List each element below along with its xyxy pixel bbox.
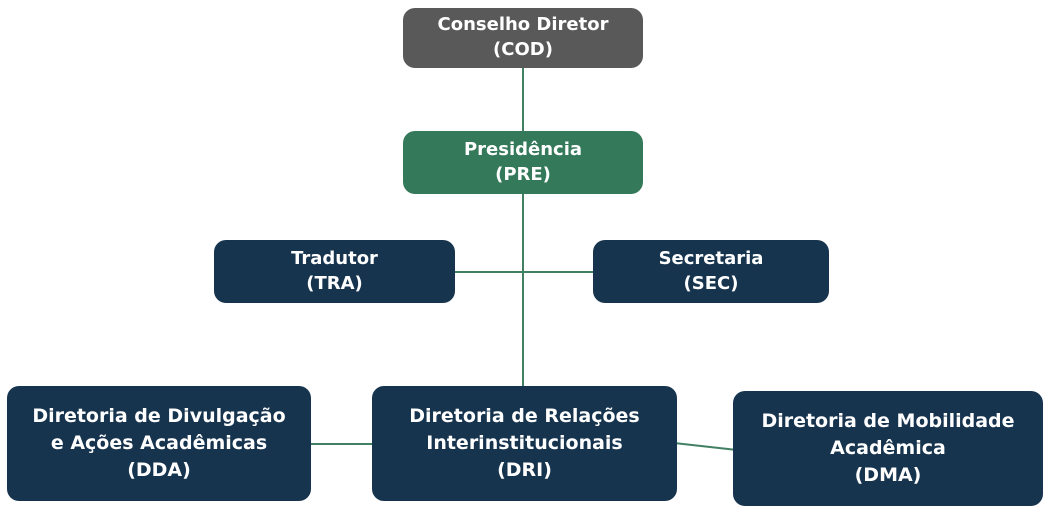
node-title: Presidência <box>463 138 583 160</box>
node-tradutor: Tradutor (TRA) <box>214 240 455 303</box>
node-title-2: e Ações Acadêmicas <box>50 432 268 455</box>
node-title: Diretoria de Relações <box>409 405 640 428</box>
node-title: Diretoria de Mobilidade <box>761 410 1015 433</box>
node-title: Conselho Diretor <box>437 14 609 36</box>
node-diretoria-divulgacao: Diretoria de Divulgação e Ações Acadêmic… <box>7 386 311 501</box>
node-acronym: (SEC) <box>683 272 739 294</box>
node-title: Diretoria de Divulgação <box>32 405 286 428</box>
node-presidencia: Presidência (PRE) <box>403 131 643 194</box>
node-title: Secretaria <box>658 247 764 269</box>
connector-dri-dma <box>673 442 738 451</box>
node-diretoria-relacoes: Diretoria de Relações Interinstitucionai… <box>372 386 677 501</box>
node-secretaria: Secretaria (SEC) <box>593 240 829 303</box>
node-acronym: (PRE) <box>495 163 551 185</box>
node-diretoria-mobilidade: Diretoria de Mobilidade Acadêmica (DMA) <box>733 391 1043 506</box>
node-acronym: (DRI) <box>497 458 552 481</box>
node-title: Tradutor <box>291 247 378 269</box>
node-conselho-diretor: Conselho Diretor (COD) <box>403 8 643 68</box>
node-title-2: Interinstitucionais <box>426 432 623 455</box>
node-acronym: (DMA) <box>854 463 922 486</box>
node-acronym: (TRA) <box>306 272 363 294</box>
node-title-2: Acadêmica <box>830 437 946 460</box>
node-acronym: (COD) <box>493 39 553 60</box>
node-acronym: (DDA) <box>127 458 191 481</box>
